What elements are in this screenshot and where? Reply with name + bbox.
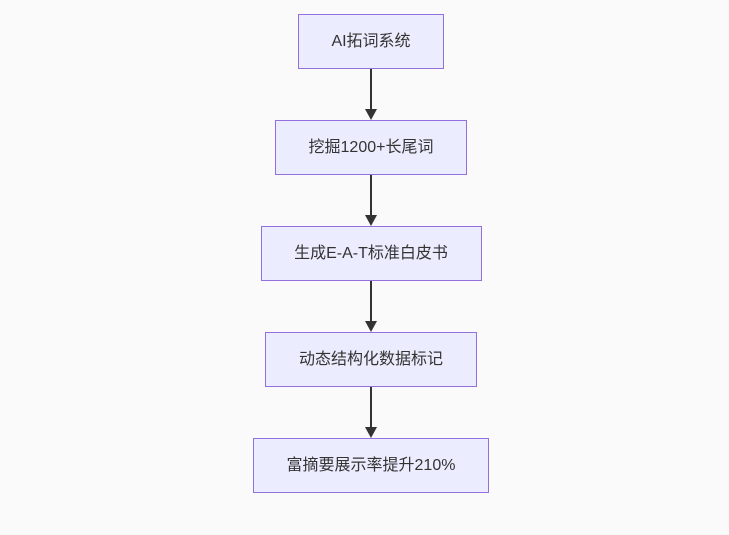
flow-node-rich-snippet-result: 富摘要展示率提升210% — [253, 438, 489, 493]
flow-node-label: 富摘要展示率提升210% — [286, 456, 456, 474]
flow-arrow-3 — [365, 281, 377, 332]
flow-arrow-4 — [365, 387, 377, 438]
flow-node-label: AI拓词系统 — [331, 32, 411, 50]
flow-node-label: 动态结构化数据标记 — [298, 350, 443, 368]
arrow-line — [370, 69, 372, 109]
flow-node-label: 挖掘1200+长尾词 — [308, 138, 434, 156]
arrowhead-down-icon — [365, 109, 377, 120]
flow-node-structured-data: 动态结构化数据标记 — [265, 332, 477, 387]
arrowhead-down-icon — [365, 215, 377, 226]
arrow-line — [370, 387, 372, 427]
flow-node-longtail-keywords: 挖掘1200+长尾词 — [275, 120, 467, 175]
arrowhead-down-icon — [365, 427, 377, 438]
flow-node-eat-whitepaper: 生成E-A-T标准白皮书 — [260, 226, 482, 281]
flow-arrow-1 — [365, 69, 377, 120]
flowchart: AI拓词系统 挖掘1200+长尾词 生成E-A-T标准白皮书 动态结构化数据标记 — [253, 14, 489, 493]
arrow-line — [370, 175, 372, 215]
arrow-line — [370, 281, 372, 321]
flow-arrow-2 — [365, 175, 377, 226]
flow-node-label: 生成E-A-T标准白皮书 — [294, 244, 448, 262]
flow-node-ai-system: AI拓词系统 — [298, 14, 444, 69]
arrowhead-down-icon — [365, 321, 377, 332]
